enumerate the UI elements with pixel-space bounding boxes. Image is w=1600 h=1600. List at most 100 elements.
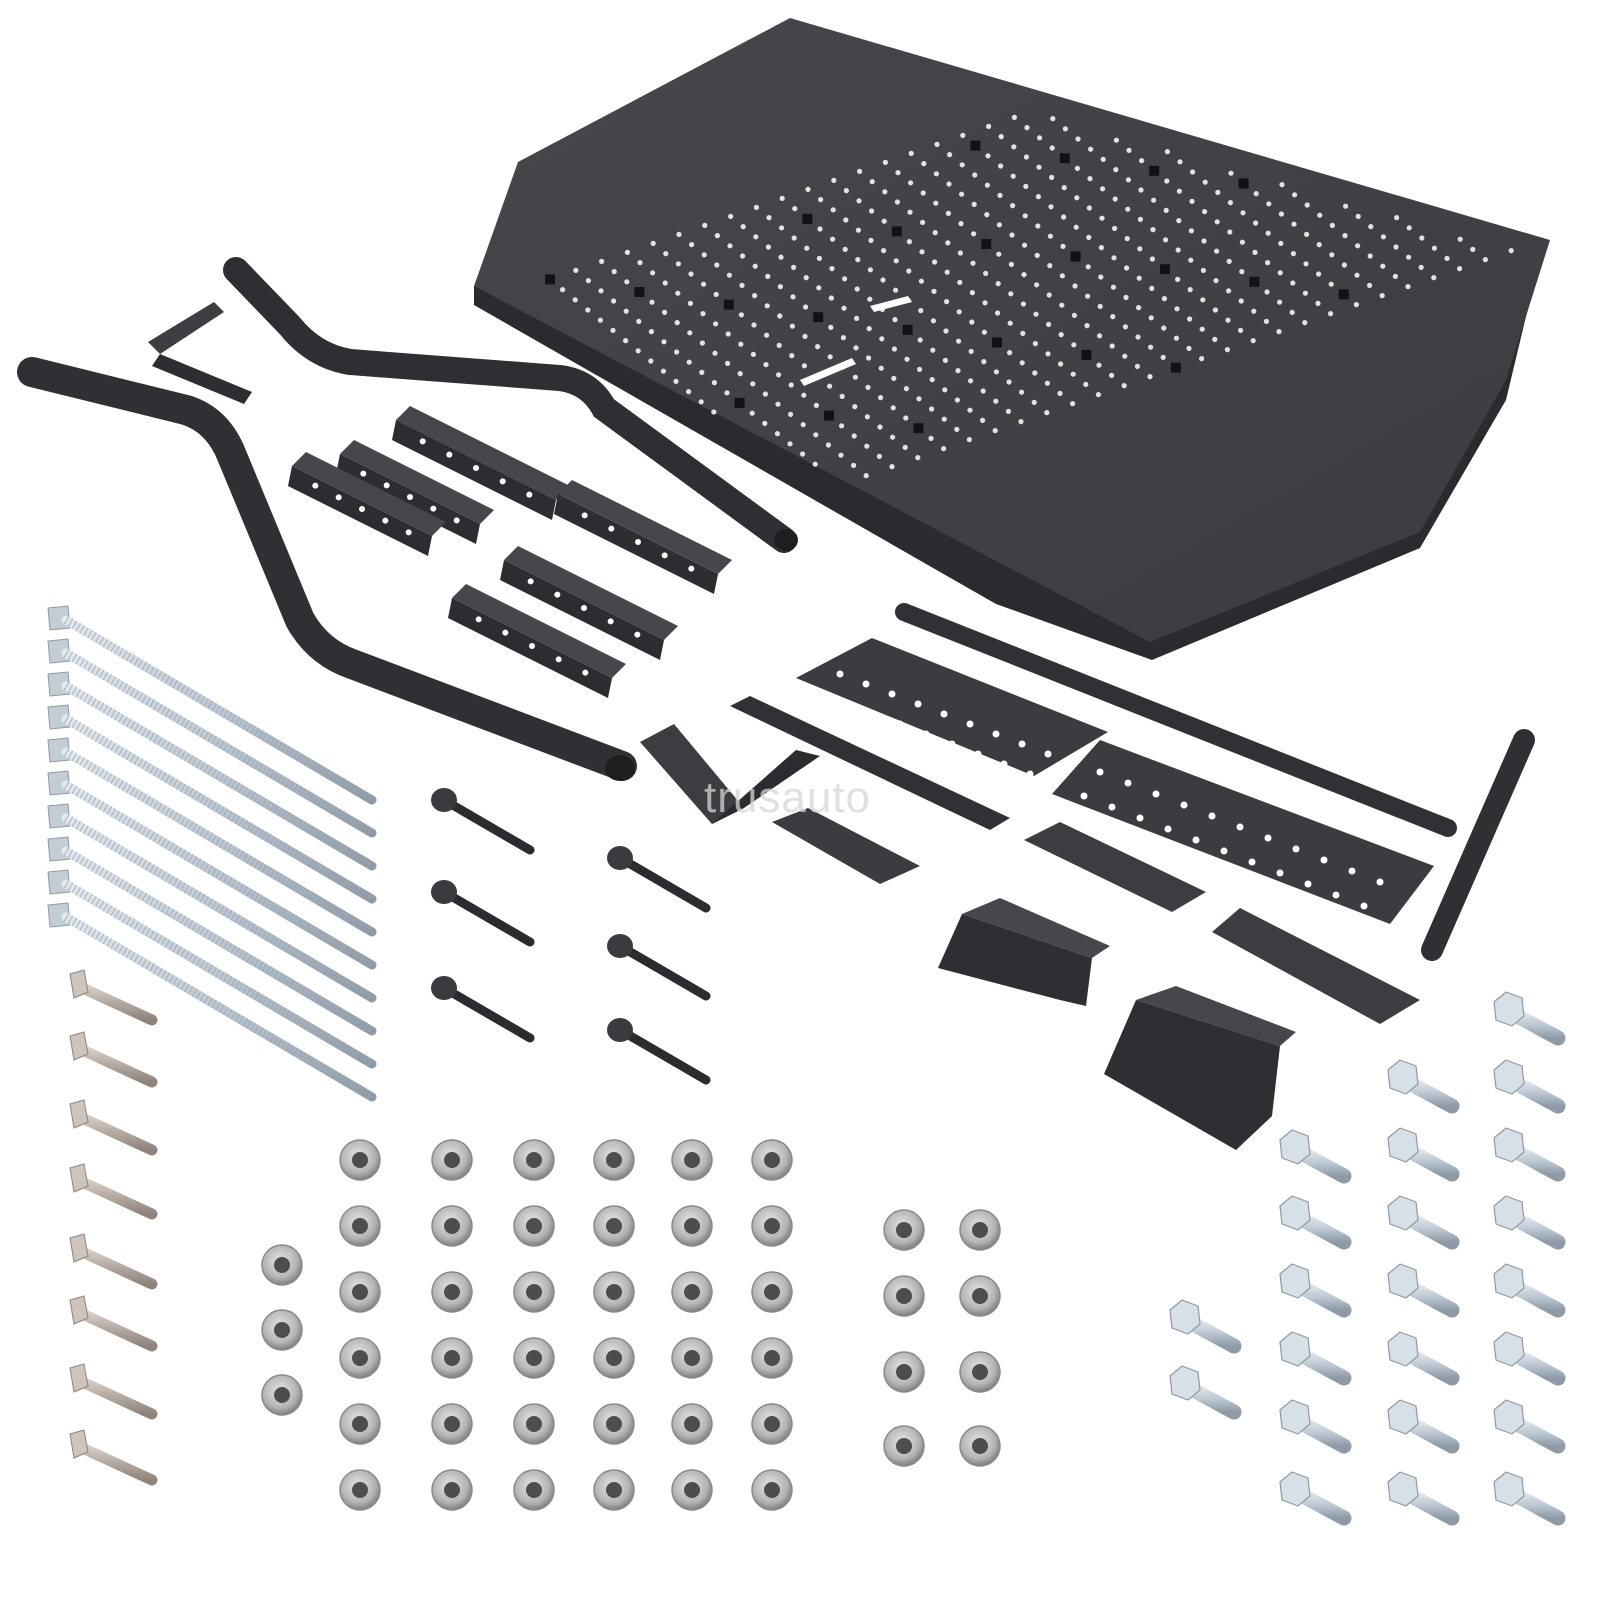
channel-bracket-top — [504, 546, 678, 640]
tray-hole — [699, 340, 706, 346]
tray-hole — [876, 453, 883, 459]
hex-bolt-head — [1493, 1471, 1525, 1507]
plate-hole — [836, 670, 844, 678]
tray-square-hole — [1338, 289, 1349, 300]
tray-hole — [840, 335, 847, 341]
tray-hole — [1186, 345, 1192, 351]
plate-hole — [1120, 838, 1128, 846]
flat-screw-head — [69, 1099, 89, 1129]
tray-hole — [1033, 311, 1039, 317]
tray-hole — [1061, 185, 1067, 191]
tray-hole — [1151, 197, 1157, 203]
plate-hole — [1064, 816, 1072, 824]
flat-screw-shank — [72, 1042, 158, 1088]
tray-hole — [970, 260, 976, 266]
flat-screw-head — [69, 1163, 89, 1193]
tray-hole — [1406, 254, 1412, 260]
tray-square-hole — [824, 410, 834, 421]
tray-hole — [650, 240, 656, 246]
long-bolt-thread — [63, 814, 375, 1002]
tray-hole — [867, 267, 874, 273]
tray-hole — [775, 401, 781, 407]
plate-hole — [818, 690, 826, 698]
tray-hole — [843, 217, 849, 223]
tray-hole — [930, 318, 937, 324]
flange-nut-hole — [684, 1284, 700, 1300]
hex-bolts — [1169, 991, 1566, 1526]
tray-hole — [1367, 253, 1373, 259]
tray-hole — [778, 254, 784, 260]
channel-bracket-hole — [502, 629, 509, 636]
channel-bracket-hole — [360, 470, 367, 477]
flat-head-screws — [69, 969, 158, 1486]
tray-hole — [675, 290, 681, 296]
tray-hole — [1200, 297, 1206, 303]
plate-hole — [1044, 750, 1052, 758]
tray-hole — [725, 360, 731, 366]
long-bolt-thread — [63, 649, 375, 837]
flange-nut-hole — [972, 1438, 988, 1454]
tray-hole — [1482, 257, 1488, 263]
tray-hole — [1189, 198, 1195, 204]
tray-hole — [1084, 323, 1090, 329]
tray-hole — [984, 212, 990, 218]
tray-hole — [1161, 325, 1167, 331]
channel-bracket-top — [340, 440, 494, 524]
tray-hole — [1380, 263, 1386, 269]
tray-hole — [816, 255, 823, 261]
tray-hole — [765, 273, 771, 279]
tray-square-hole — [1170, 362, 1181, 373]
tray-hole — [980, 388, 986, 394]
tray-hole — [776, 342, 782, 348]
tray-hole — [764, 332, 770, 338]
bent-tubes — [17, 257, 798, 781]
tray-hole — [1328, 311, 1334, 317]
plate-hole — [1264, 834, 1272, 842]
tray-hole — [957, 279, 963, 285]
tray-hole — [765, 244, 772, 250]
tray-hole — [1444, 255, 1450, 261]
hex-bolt-head — [1493, 1195, 1525, 1231]
tray-hole — [803, 304, 809, 310]
flat-screw-shank — [72, 1174, 158, 1220]
tray-hole — [1316, 271, 1322, 277]
tray-hole — [649, 299, 655, 305]
tray-hole — [1264, 289, 1270, 295]
plate-hole — [904, 750, 912, 758]
channel-bracket-hole — [407, 494, 413, 500]
tray-hole — [904, 356, 910, 362]
cargo-tray-holes — [545, 114, 1514, 479]
flange-nut-hole — [684, 1350, 700, 1366]
flat-screw-head — [69, 1363, 89, 1393]
tray-hole — [1100, 156, 1106, 162]
tray-hole — [803, 275, 809, 281]
tray-hole — [740, 224, 746, 230]
flange-nut-hole — [526, 1482, 542, 1498]
tray-hole — [1328, 281, 1334, 287]
tray-hole — [787, 441, 793, 447]
tray-hole — [1020, 301, 1026, 307]
tray-hole — [877, 424, 883, 430]
tray-hole — [1036, 164, 1042, 170]
tray-hole — [1022, 213, 1028, 219]
tray-hole — [801, 392, 807, 398]
plate-hole — [896, 720, 904, 728]
tray-hole — [838, 452, 844, 458]
tray-hole — [889, 464, 895, 470]
tray-hole — [801, 363, 808, 369]
tray-hole — [674, 320, 680, 326]
plate-hole — [966, 720, 974, 728]
tray-hole — [983, 270, 989, 276]
tray-hole — [702, 222, 708, 228]
tray-hole — [831, 177, 837, 183]
hex-bolt-head — [1493, 1059, 1525, 1095]
tray-hole — [993, 398, 999, 404]
tray-hole — [688, 271, 694, 277]
tray-hole — [825, 442, 832, 448]
tray-hole — [1097, 333, 1103, 339]
tray-hole — [1022, 242, 1028, 248]
tray-hole — [789, 323, 796, 329]
hex-bolt-head — [1493, 1331, 1525, 1367]
tray-hole — [1175, 247, 1181, 253]
tray-hole — [1214, 248, 1220, 254]
